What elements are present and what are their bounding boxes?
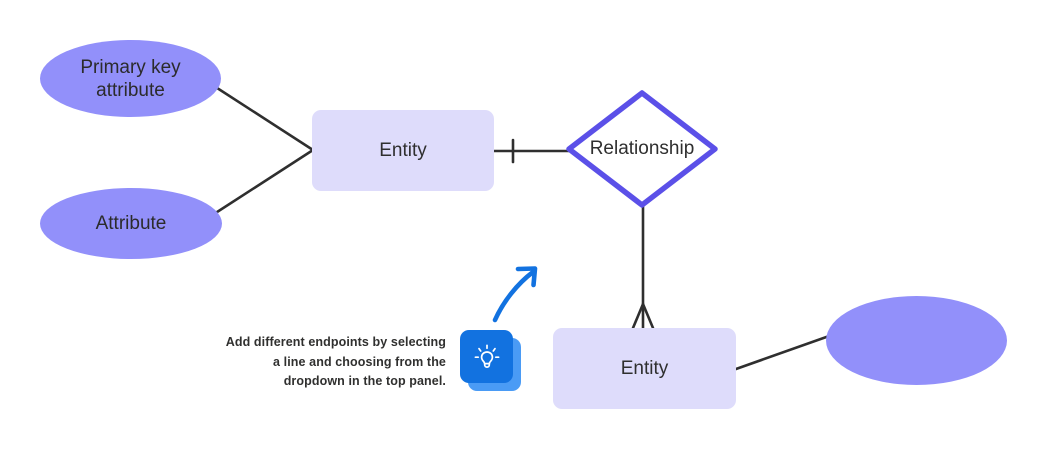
curved-arrow-up-right-icon <box>492 266 538 323</box>
node-relationship-label: Relationship <box>589 138 695 159</box>
node-attribute[interactable]: Attribute <box>40 188 222 259</box>
edge-attr-to-entity[interactable] <box>212 148 315 216</box>
node-attribute-label: Attribute <box>95 213 167 234</box>
node-entity-bottom[interactable]: Entity <box>553 328 736 409</box>
tip-badge-button[interactable] <box>460 330 513 383</box>
node-entity-bottom-label: Entity <box>620 357 669 379</box>
edge-entity-bottom-to-attribute[interactable] <box>734 333 834 371</box>
node-primary-key-attribute[interactable]: Primary key attribute <box>40 40 221 117</box>
node-relationship[interactable]: Relationship <box>564 88 720 210</box>
node-entity-top[interactable]: Entity <box>312 110 494 191</box>
relationship-diamond-shape <box>566 90 718 208</box>
edge-pk-to-entity[interactable] <box>212 84 315 152</box>
crows-foot-many-icon <box>631 300 655 330</box>
tip-text-line-3: dropdown in the top panel. <box>283 374 446 388</box>
node-attribute-unlabeled[interactable] <box>826 296 1007 385</box>
tip-text-line-2: a line and choosing from the <box>273 354 446 369</box>
node-primary-key-attribute-label: Primary key attribute <box>80 56 181 101</box>
lightbulb-icon <box>474 343 499 368</box>
tip-text-line-1: Add different endpoints by selecting <box>225 335 446 349</box>
tip-text: Add different endpoints by selecting a l… <box>188 333 446 392</box>
node-entity-top-label: Entity <box>379 139 427 161</box>
